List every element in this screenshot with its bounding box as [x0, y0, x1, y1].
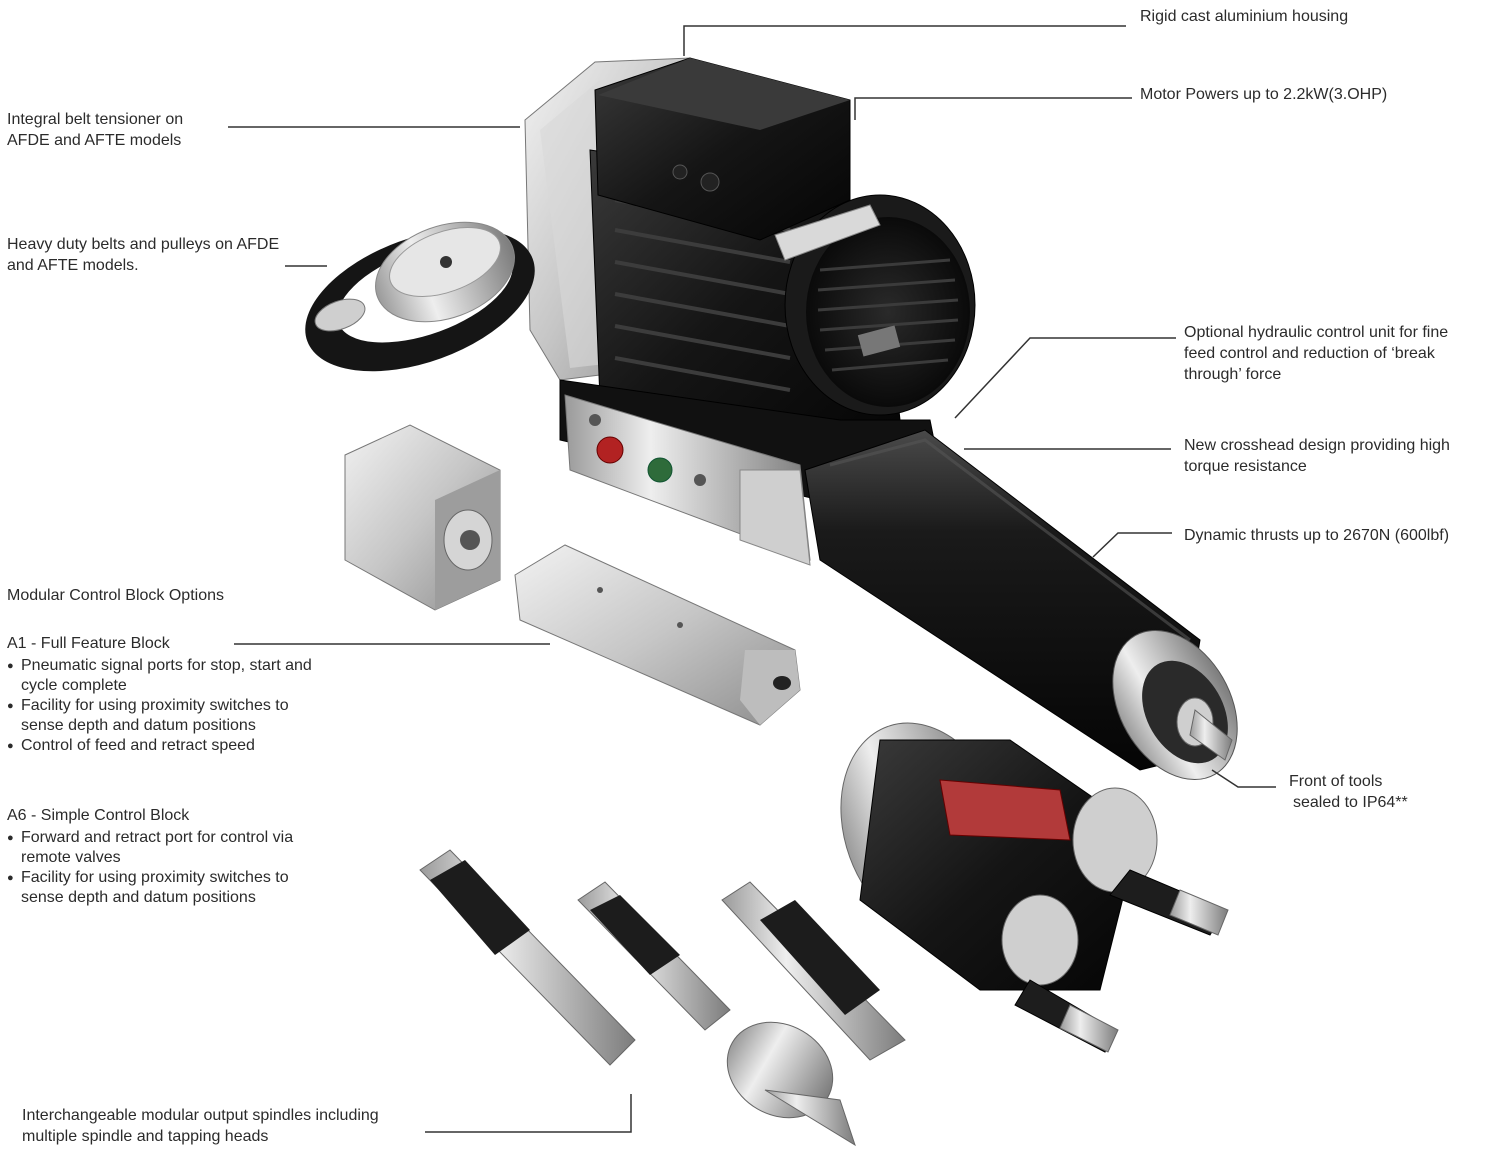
a1-bullet-3-line1: Control of feed and retract speed	[21, 737, 255, 754]
control-block-graphic	[514, 544, 801, 726]
callout-crosshead-line2: torque resistance	[1184, 458, 1307, 475]
a6-bullet-2-line2: sense depth and datum positions	[21, 889, 256, 906]
a1-bullet-2: Facility for using proximity switches to…	[7, 696, 312, 736]
output-spindles-graphic	[419, 849, 906, 1147]
a6-bullet-1: Forward and retract port for control via…	[7, 828, 293, 868]
control-block-a6: A6 - Simple Control Block Forward and re…	[7, 806, 293, 908]
callout-hydraulic-line1: Optional hydraulic control unit for fine	[1184, 324, 1449, 341]
a1-bullet-2-line1: Facility for using proximity switches to	[21, 697, 289, 714]
callout-hydraulic-line3: through’ force	[1184, 366, 1282, 383]
feed-unit-graphic	[559, 379, 1238, 781]
callout-spindles: Interchangeable modular output spindles …	[22, 1105, 379, 1147]
a6-title: A6 - Simple Control Block	[7, 807, 190, 824]
control-block-heading: Modular Control Block Options	[7, 587, 224, 604]
callout-motor: Motor Powers up to 2.2kW(3.OHP)	[1140, 86, 1388, 103]
multi-spindle-head-graphic	[840, 722, 1229, 1053]
a6-bullet-2-line1: Facility for using proximity switches to	[21, 869, 289, 886]
callout-belts-pulleys-line2: and AFTE models.	[7, 257, 139, 274]
a6-bullet-1-line1: Forward and retract port for control via	[21, 829, 294, 846]
a6-bullet-1-line2: remote valves	[21, 849, 121, 866]
control-block-options: Modular Control Block Options	[7, 586, 224, 608]
callout-spindles-line1: Interchangeable modular output spindles …	[22, 1107, 379, 1124]
callout-hydraulic-line2: feed control and reduction of ‘break	[1184, 345, 1435, 362]
a1-bullet-1-line2: cycle complete	[21, 677, 127, 694]
callout-hydraulic: Optional hydraulic control unit for fine…	[1184, 322, 1448, 385]
leader-lines	[228, 25, 1276, 1133]
callout-front-seal: Front of tools sealed to IP64**	[1289, 771, 1408, 813]
a6-bullet-2: Facility for using proximity switches to…	[7, 868, 293, 908]
callout-front-seal-line2: sealed to IP64**	[1293, 794, 1408, 811]
a1-title: A1 - Full Feature Block	[7, 635, 170, 652]
a1-bullet-3: Control of feed and retract speed	[7, 736, 312, 756]
callout-belt-tensioner-line2: AFDE and AFTE models	[7, 132, 182, 149]
motor-graphic	[589, 57, 976, 441]
callout-front-seal-line1: Front of tools	[1289, 773, 1383, 790]
callout-belts-pulleys: Heavy duty belts and pulleys on AFDE and…	[7, 234, 279, 276]
callout-belt-tensioner: Integral belt tensioner on AFDE and AFTE…	[7, 109, 183, 151]
belt-pulley-graphic	[305, 221, 535, 372]
callout-thrust: Dynamic thrusts up to 2670N (600lbf)	[1184, 527, 1450, 544]
callout-housing: Rigid cast aluminium housing	[1140, 8, 1349, 25]
hydraulic-unit-graphic	[344, 424, 501, 611]
callout-belt-tensioner-line1: Integral belt tensioner on	[7, 111, 184, 128]
callout-spindles-line2: multiple spindle and tapping heads	[22, 1128, 269, 1145]
a1-bullet-1-line1: Pneumatic signal ports for stop, start a…	[21, 657, 312, 674]
callout-crosshead-line1: New crosshead design providing high	[1184, 437, 1450, 454]
a1-bullet-1: Pneumatic signal ports for stop, start a…	[7, 656, 312, 696]
a1-bullet-2-line2: sense depth and datum positions	[21, 717, 256, 734]
control-block-a1: A1 - Full Feature Block Pneumatic signal…	[7, 634, 312, 756]
callout-belts-pulleys-line1: Heavy duty belts and pulleys on AFDE	[7, 236, 280, 253]
callout-crosshead: New crosshead design providing high torq…	[1184, 435, 1450, 477]
